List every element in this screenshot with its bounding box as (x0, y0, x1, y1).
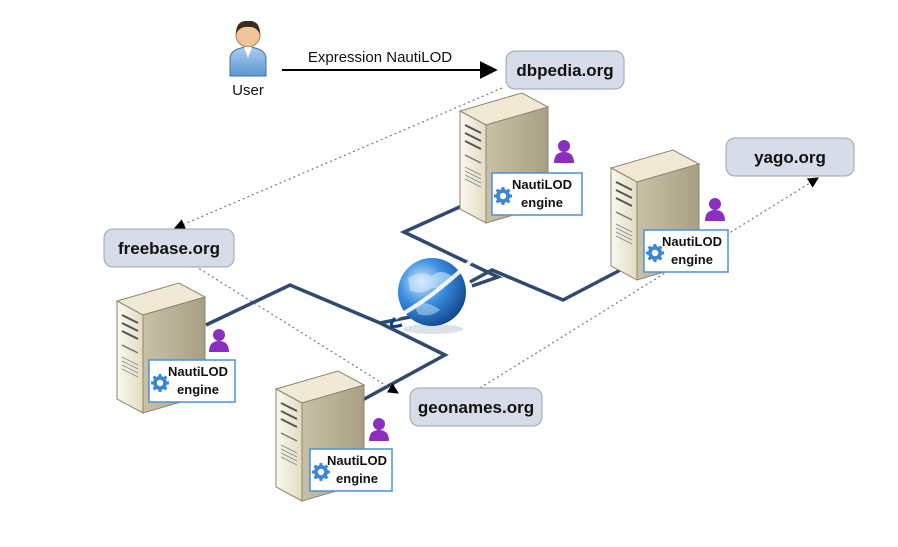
endpoint-geonames-label: geonames.org (418, 398, 534, 417)
nautilod-engine-badge: NautiLOD engine (148, 359, 236, 403)
link-yago-server (469, 263, 631, 302)
endpoint-freebase: freebase.org (103, 228, 235, 268)
engine-label-line1: NautiLOD (168, 364, 228, 379)
link-freebase-server (205, 283, 381, 327)
user-icon (229, 20, 267, 77)
nautilod-engine-badge: NautiLOD engine (491, 172, 583, 216)
engine-label-line2: engine (671, 252, 713, 267)
endpoint-dbpedia: dbpedia.org (505, 50, 625, 90)
nautilod-engine-badge: NautiLOD engine (643, 229, 729, 273)
server-yago: NautiLOD engine (610, 149, 729, 281)
server-freebase: NautiLOD engine (116, 282, 236, 414)
engine-label-line2: engine (521, 195, 563, 210)
query-edge-label: Expression NautiLOD (308, 49, 452, 66)
internet-globe-icon (389, 258, 472, 334)
server-dbpedia: NautiLOD engine (459, 92, 583, 224)
query-edge: Expression NautiLOD (282, 49, 498, 79)
engine-label-line1: NautiLOD (512, 177, 572, 192)
server-geonames: NautiLOD engine (275, 370, 393, 502)
relation-geonames-yago (479, 177, 819, 389)
gear-icon (149, 372, 171, 394)
person-icon (554, 140, 574, 163)
link-dbpedia-server (399, 194, 503, 288)
endpoint-yago: yago.org (725, 137, 855, 177)
link-geonames-server (356, 313, 449, 405)
nautilod-engine-badge: NautiLOD engine (309, 448, 393, 492)
gear-icon (492, 185, 514, 207)
engine-label-line1: NautiLOD (662, 234, 722, 249)
person-icon (705, 198, 725, 221)
endpoint-geonames: geonames.org (409, 387, 543, 427)
person-icon (369, 418, 389, 441)
network-links (205, 194, 631, 405)
endpoint-yago-label: yago.org (754, 148, 826, 167)
relation-dbpedia-freebase (174, 87, 503, 230)
user-label: User (232, 82, 264, 99)
person-icon (209, 329, 229, 352)
dotted-relations (174, 87, 819, 394)
engine-label-line2: engine (336, 471, 378, 486)
engine-label-line1: NautiLOD (327, 453, 387, 468)
endpoint-freebase-label: freebase.org (118, 239, 220, 258)
user-figure: User (229, 20, 267, 99)
endpoint-dbpedia-label: dbpedia.org (516, 61, 613, 80)
engine-label-line2: engine (177, 382, 219, 397)
